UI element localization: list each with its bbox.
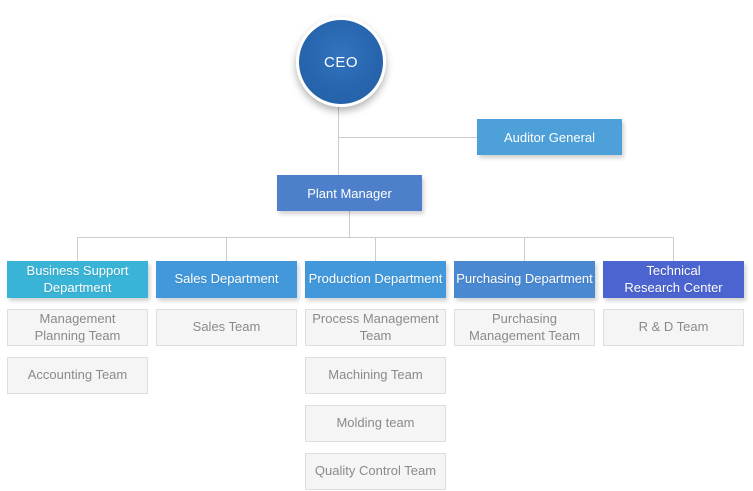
department-stub-line <box>524 237 525 261</box>
team-node-process-management: Process Management Team <box>305 309 446 346</box>
plant-manager-node: Plant Manager <box>277 175 422 211</box>
auditor-branch-line <box>338 137 477 138</box>
team-node-machining: Machining Team <box>305 357 446 394</box>
department-node-sales: Sales Department <box>156 261 297 298</box>
department-node-technical-research: Technical Research Center <box>603 261 744 298</box>
auditor-general-node: Auditor General <box>477 119 622 155</box>
department-node-business-support: Business Support Department <box>7 261 148 298</box>
department-stub-line <box>673 237 674 261</box>
department-node-production: Production Department <box>305 261 446 298</box>
plant-manager-drop-line <box>349 211 350 237</box>
department-stub-line <box>77 237 78 261</box>
department-column-business-support: Business Support Department Management P… <box>7 261 148 394</box>
department-column-production: Production Department Process Management… <box>305 261 446 490</box>
team-node-management-planning: Management Planning Team <box>7 309 148 346</box>
team-node-purchasing-management: Purchasing Management Team <box>454 309 595 346</box>
team-node-accounting: Accounting Team <box>7 357 148 394</box>
team-node-sales: Sales Team <box>156 309 297 346</box>
team-node-quality-control: Quality Control Team <box>305 453 446 490</box>
ceo-node: CEO <box>296 17 386 107</box>
team-node-molding: Molding team <box>305 405 446 442</box>
department-node-purchasing: Purchasing Department <box>454 261 595 298</box>
department-stub-line <box>226 237 227 261</box>
team-node-rd: R & D Team <box>603 309 744 346</box>
department-column-technical-research: Technical Research Center R & D Team <box>603 261 744 346</box>
department-stub-line <box>375 237 376 261</box>
department-column-purchasing: Purchasing Department Purchasing Managem… <box>454 261 595 346</box>
ceo-drop-line <box>338 104 339 175</box>
department-column-sales: Sales Department Sales Team <box>156 261 297 346</box>
